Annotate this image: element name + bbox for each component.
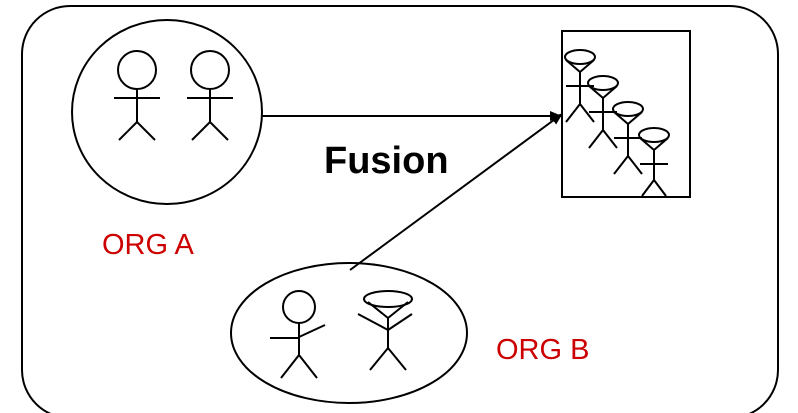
fusion-label: Fusion [324, 140, 449, 182]
merged-org-group [561, 30, 691, 198]
merged-person-4-icon [638, 127, 670, 197]
org-a-person-2-icon [187, 50, 233, 141]
org-b-person-2-icon [357, 290, 413, 371]
org-b-ellipse [230, 262, 468, 404]
org-a-person-1-icon [114, 50, 160, 141]
arrow-org-b-to-merged [349, 113, 563, 271]
merged-person-2-icon [587, 75, 619, 149]
merged-org-box [561, 30, 691, 198]
merged-person-1-icon [564, 49, 596, 123]
org-a-circle [71, 19, 263, 205]
org-b-label: ORG B [496, 334, 589, 366]
org-a-label: ORG A [102, 229, 195, 261]
org-a-group [71, 19, 263, 205]
org-b-person-1-icon [270, 290, 326, 379]
org-b-group [230, 262, 468, 404]
merged-person-3-icon [612, 101, 644, 175]
outer-frame [21, 5, 779, 413]
